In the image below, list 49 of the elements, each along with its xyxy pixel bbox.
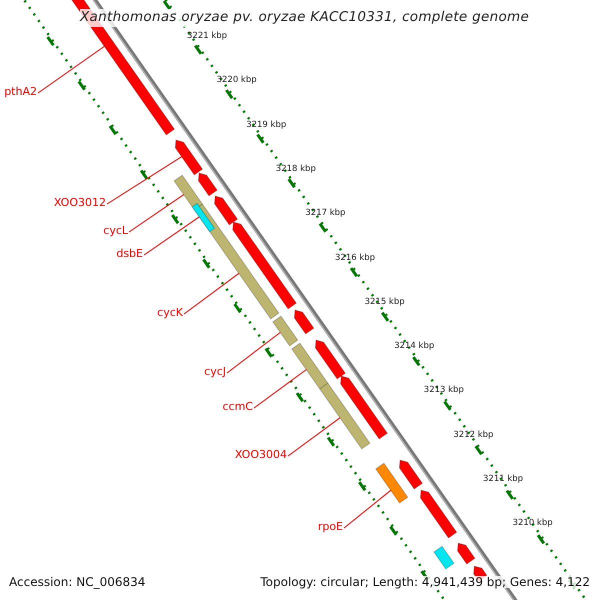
leader-line	[288, 417, 341, 456]
scale-label: 3217 kbp	[305, 209, 346, 218]
gene-segment	[214, 196, 238, 226]
footer-text: Accession: NC_006834	[9, 576, 146, 588]
gene-bar	[291, 342, 328, 390]
leader-line	[106, 156, 182, 204]
gene-bar	[433, 546, 455, 570]
gene-label: ccmC	[222, 401, 253, 412]
leader-line	[184, 272, 240, 314]
gene-segment	[198, 172, 218, 196]
leader-line	[226, 332, 281, 374]
gene-label: XOO3012	[54, 197, 106, 208]
gene-label: cycL	[103, 225, 128, 236]
map-title: Xanthomonas oryzae pv. oryzae KACC10331, complete genome	[80, 9, 530, 26]
scale-label: 3221 kbp	[187, 32, 228, 40]
gene-bar	[319, 382, 370, 450]
gene-label: cycK	[157, 307, 183, 318]
gene-segment	[314, 340, 346, 380]
scale-label: 3220 kbp	[216, 76, 257, 85]
scale-label: 3212 kbp	[453, 430, 494, 440]
scale-label: 3214 kbp	[394, 342, 434, 351]
scale-label: 3210 kbp	[512, 519, 553, 528]
gene-segment	[340, 376, 388, 440]
scale-label: 3213 kbp	[424, 386, 464, 395]
gene-segment	[399, 460, 423, 490]
gene-label: pthA2	[4, 86, 37, 97]
scale-label: 3218 kbp	[276, 164, 316, 174]
leader-line	[38, 46, 105, 94]
gene-bar	[192, 202, 216, 232]
gene-bar	[375, 462, 408, 504]
gene-segment	[457, 542, 476, 565]
leader-line	[128, 194, 184, 232]
scale-label: 3216 kbp	[335, 254, 376, 262]
leader-line	[344, 490, 392, 528]
footer-text: Topology: circular; Length: 4,941,439 bp; Genes: 4,122	[260, 576, 590, 588]
gene-segment	[294, 310, 314, 334]
gene-label: dsbE	[116, 248, 143, 259]
gene-bar	[272, 316, 298, 346]
gene-label: rpoE	[318, 521, 343, 532]
scale-label: 3215 kbp	[364, 298, 405, 306]
gene-label: XOO3004	[234, 449, 287, 460]
gene-segment	[232, 222, 297, 310]
scale-label: 3219 kbp	[246, 120, 286, 130]
scale-label: 3211 kbp	[483, 475, 524, 484]
leader-line	[254, 369, 307, 408]
gene-label: cycJ	[204, 366, 226, 377]
gene-segment	[174, 140, 204, 176]
gene-segment	[420, 490, 458, 539]
leader-line	[144, 216, 200, 256]
